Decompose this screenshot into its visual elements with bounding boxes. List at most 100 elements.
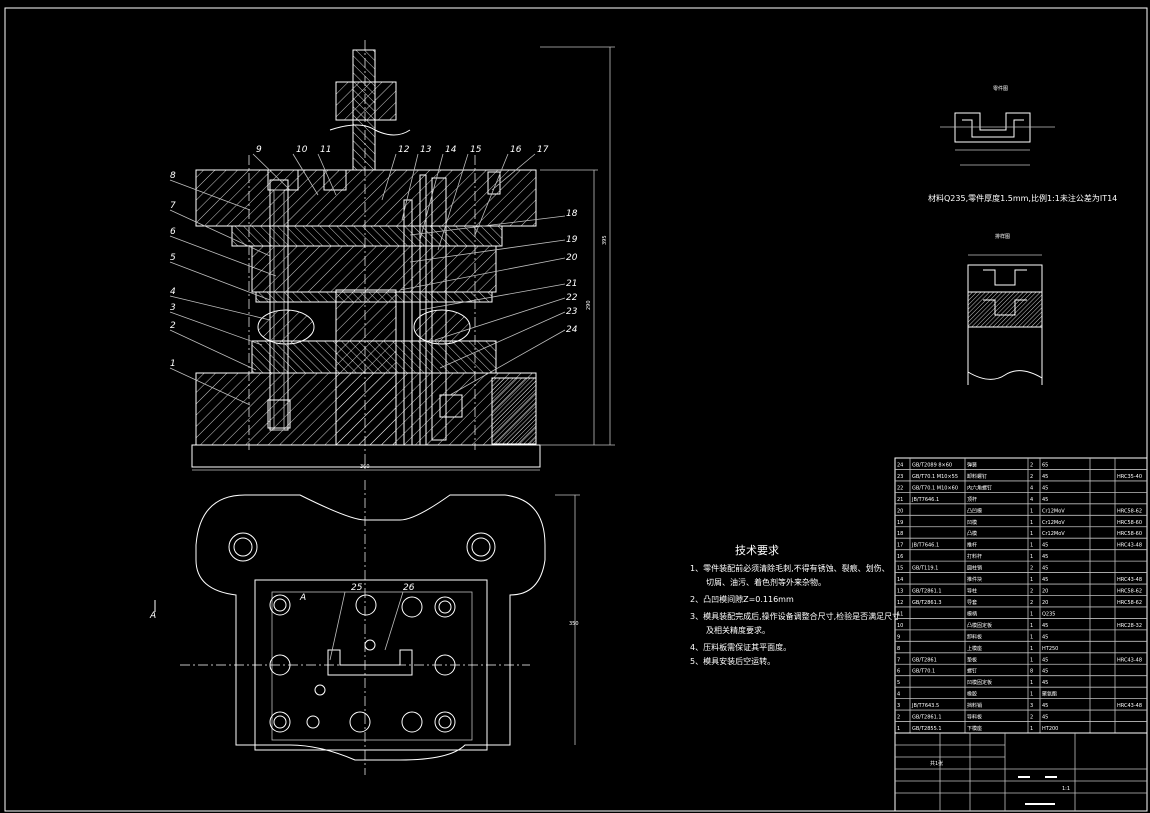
bom-cell: 1 — [1030, 726, 1033, 732]
part-label-5: 5 — [170, 253, 176, 263]
bom-cell: 1 — [897, 726, 900, 732]
bom-cell: 凸凹模 — [967, 507, 982, 514]
bom-cell: 橡胶 — [967, 691, 977, 698]
part-label-3: 3 — [170, 303, 176, 313]
bom-cell: 22 — [897, 485, 903, 491]
tech-requirements: 技术要求 1、零件装配前必须清除毛刺,不得有锈蚀、裂痕、划伤、 切屑、油污、着色… — [690, 544, 900, 666]
bom-cell: 45 — [1042, 680, 1048, 686]
bom-cell: 凸模 — [967, 530, 977, 537]
bom-cell: 1 — [1030, 520, 1033, 526]
part-label-15: 15 — [470, 145, 482, 155]
bom-cell: 下模座 — [967, 725, 982, 732]
bom-cell: 1 — [1030, 646, 1033, 652]
part-label-14: 14 — [445, 145, 457, 155]
tech-req-line-4: 3、模具装配完成后,操作设备调整合尺寸,检验是否满足尺寸 — [690, 611, 900, 621]
tech-req-title: 技术要求 — [735, 544, 779, 557]
bom-cell: 1 — [1030, 657, 1033, 663]
bom-cell: 12 — [897, 600, 903, 606]
bom-cell: 1 — [1030, 692, 1033, 698]
bom-cell: HRC28-32 — [1117, 623, 1142, 629]
bom-cell: 凹模固定板 — [967, 679, 992, 686]
bom-cell: GB/T70.1 — [912, 669, 935, 675]
bom-cell: 21 — [897, 497, 903, 503]
tech-req-line-5: 及相关精度要求。 — [706, 625, 770, 635]
tech-req-line-1: 1、零件装配前必须清除毛刺,不得有锈蚀、裂痕、划伤、 — [690, 563, 890, 573]
bom-cell: 23 — [897, 474, 903, 480]
bom-cell: HRC43-48 — [1117, 657, 1142, 663]
bom-cell: 1 — [1030, 611, 1033, 617]
dim-closed-height: 290 — [586, 300, 592, 310]
bom-cell: GB/T2089 8×60 — [912, 462, 952, 468]
bom-cell: 1 — [1030, 680, 1033, 686]
bom-cell: GB/T70.1 M10×60 — [912, 485, 958, 491]
part-label-17: 17 — [537, 145, 549, 155]
section-marker-a2: A — [299, 593, 306, 603]
bom-cell: 45 — [1042, 657, 1048, 663]
sheet-text: 共1张 — [930, 760, 943, 767]
part-label-8: 8 — [170, 171, 176, 181]
dim-overall-height: 395 — [602, 235, 608, 245]
tech-req-line-3: 2、凸凹模间隙Z=0.116mm — [690, 594, 794, 604]
bom-cell: 顶杆 — [967, 496, 977, 503]
bom-cell: 20 — [897, 508, 903, 514]
part-label-25: 25 — [351, 583, 363, 593]
bom-cell: GB/T2861.3 — [912, 600, 942, 606]
bom-cell: 1 — [1030, 531, 1033, 537]
bom-cell: 卸料螺钉 — [967, 473, 987, 480]
bom-cell: GB/T2861.1 — [912, 589, 942, 595]
bom-cell: 19 — [897, 520, 903, 526]
bom-cell: HT250 — [1042, 646, 1058, 652]
part-leaders: 9 10 11 12 13 14 15 16 17 18 19 20 21 22… — [169, 145, 578, 406]
bom-cell: 圆柱销 — [967, 565, 982, 572]
bom-cell: 上模座 — [967, 645, 982, 652]
bom-cell: 15 — [897, 566, 903, 572]
bom-cell: 45 — [1042, 634, 1048, 640]
bom-cell: HT200 — [1042, 726, 1058, 732]
part-label-13: 13 — [420, 145, 432, 155]
part-label-10: 10 — [296, 145, 308, 155]
part-label-2: 2 — [170, 321, 176, 331]
bom-cell: 45 — [1042, 669, 1048, 675]
bom-cell: 7 — [897, 657, 900, 663]
part-label-21: 21 — [566, 279, 577, 289]
bom-cell: 9 — [897, 634, 900, 640]
bom-cell: 1 — [1030, 554, 1033, 560]
bom-cell: 45 — [1042, 703, 1048, 709]
section-marker-a: A — [149, 611, 156, 621]
bom-cell: JB/T7646.1 — [911, 497, 939, 503]
bom-cell: 45 — [1042, 543, 1048, 549]
bom-cell: 13 — [897, 589, 903, 595]
bom-cell: 20 — [1042, 600, 1048, 606]
bom-cell: 推件块 — [967, 576, 982, 583]
bom-cell: 45 — [1042, 566, 1048, 572]
bom-cell: 8 — [897, 646, 900, 652]
bom-cell: 2 — [897, 715, 900, 721]
bom-cell: 8 — [1030, 669, 1033, 675]
part-label-12: 12 — [398, 145, 410, 155]
bom-cell: 4 — [897, 692, 900, 698]
bom-cell: 2 — [1030, 715, 1033, 721]
part-label-4: 4 — [170, 287, 176, 297]
part-label-18: 18 — [566, 209, 578, 219]
bom-cell: 65 — [1042, 462, 1048, 468]
bom-cell: HRC58-60 — [1117, 531, 1142, 537]
bom-cell: HRC58-62 — [1117, 508, 1142, 514]
bom-cell: 4 — [1030, 485, 1033, 491]
part-label-26: 26 — [403, 583, 415, 593]
bom-cell: 1 — [1030, 508, 1033, 514]
dim-plan-height: 350 — [569, 621, 579, 627]
bom-cell: HRC58-62 — [1117, 600, 1142, 606]
bom-cell: 1 — [1030, 543, 1033, 549]
bom-cell: Q235 — [1042, 611, 1055, 617]
part-label-11: 11 — [320, 145, 331, 155]
front-section-view: 395 290 360 — [191, 40, 615, 471]
bom-cell: 4 — [1030, 497, 1033, 503]
bom-cell: 导料板 — [967, 714, 982, 721]
bom-cell: GB/T2861.1 — [912, 715, 942, 721]
bom-cell: 模柄 — [967, 610, 977, 617]
dim-width-bottom: 360 — [360, 464, 370, 470]
bom-cell: 弹簧 — [967, 461, 977, 468]
bom-cell: 导套 — [967, 599, 977, 606]
bom-cell: 45 — [1042, 474, 1048, 480]
